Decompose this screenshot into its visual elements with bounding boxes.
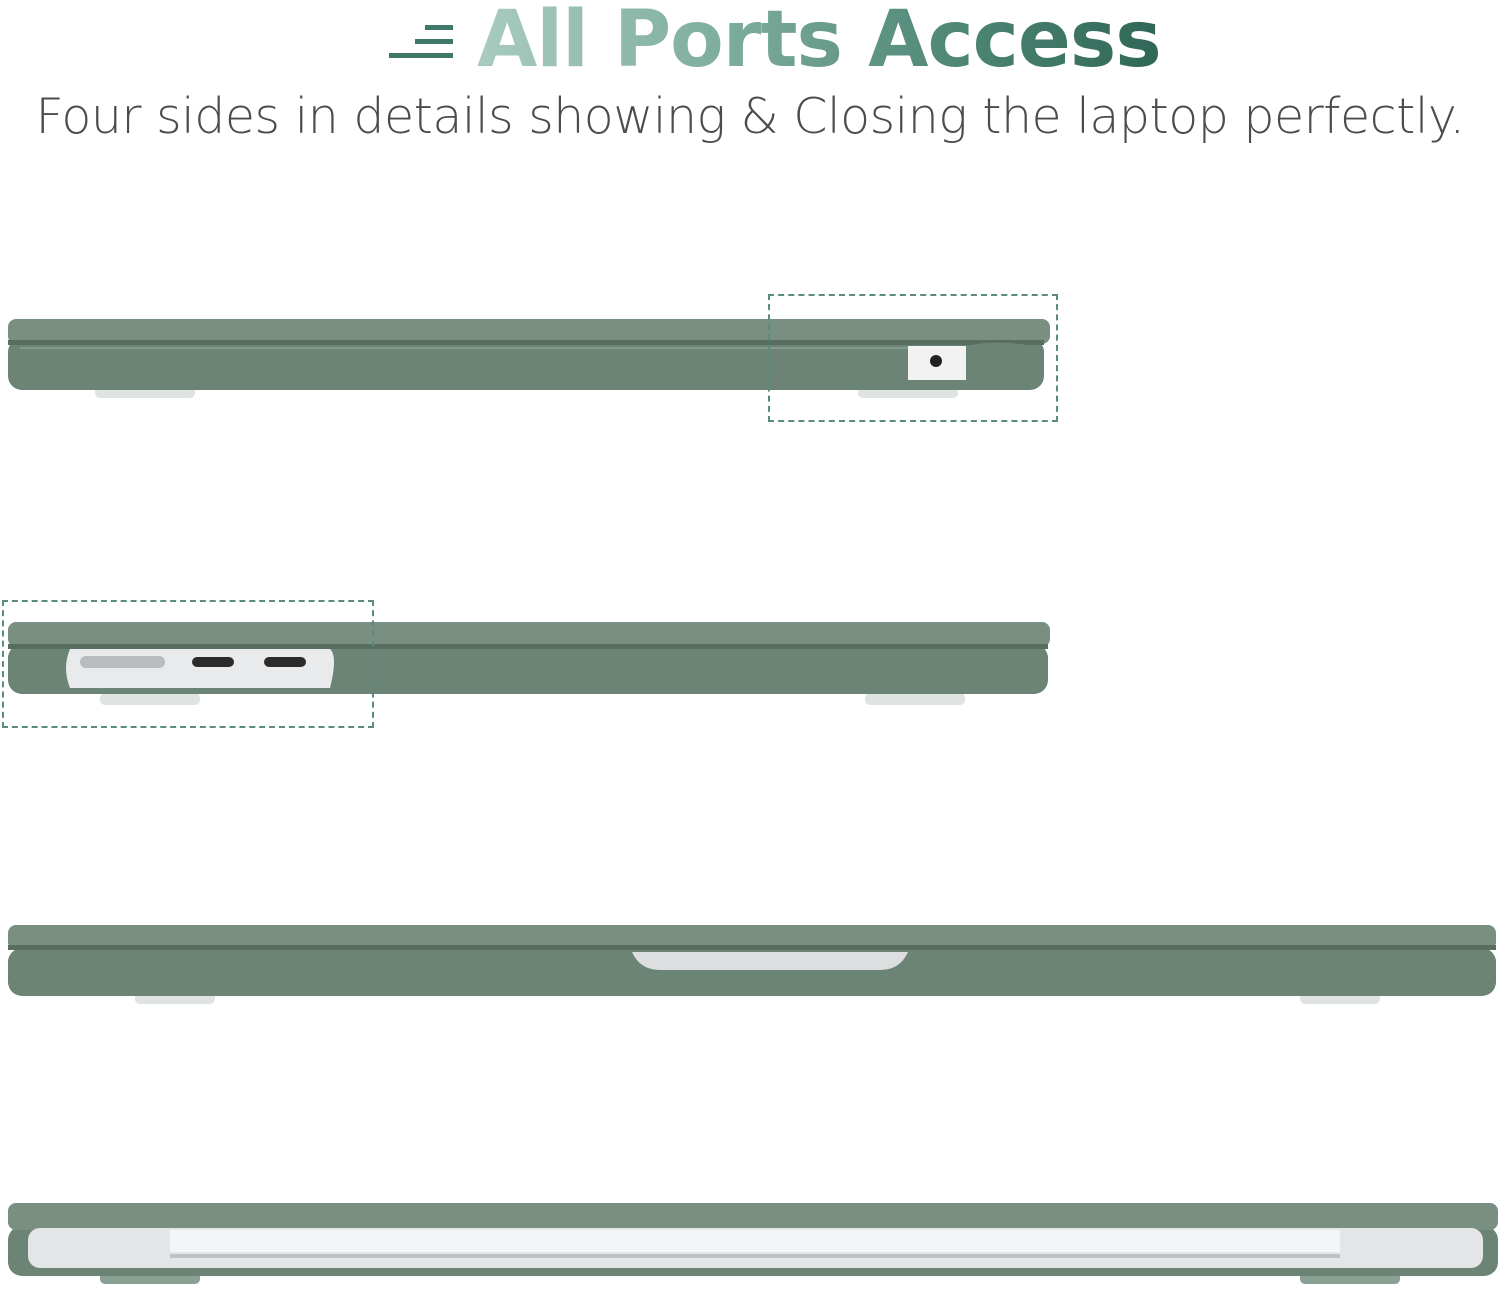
back-view [0,1198,1500,1291]
thumb-notch [632,952,908,970]
stacked-lines-icon [385,15,455,65]
magsafe-port-icon [80,656,165,668]
right-side-view [0,290,1500,430]
left-side-view [0,596,1500,736]
right-side-laptop-illustration [8,319,1050,398]
page-title: All Ports Access [477,0,1162,85]
page-subtitle: Four sides in details showing & Closing … [35,88,1465,145]
headphone-jack-callout [768,294,1058,422]
header: All Ports Access Four sides in details s… [0,0,1500,170]
headphone-jack-icon [930,355,942,367]
front-laptop-illustration [8,925,1496,1004]
back-laptop-illustration [8,1203,1498,1284]
title-row: All Ports Access [385,0,1162,85]
ports-callout [2,600,374,728]
usb-c-port-icon [264,657,306,667]
left-side-laptop-illustration [8,622,1050,705]
front-view [0,920,1500,1010]
usb-c-port-icon [192,657,234,667]
